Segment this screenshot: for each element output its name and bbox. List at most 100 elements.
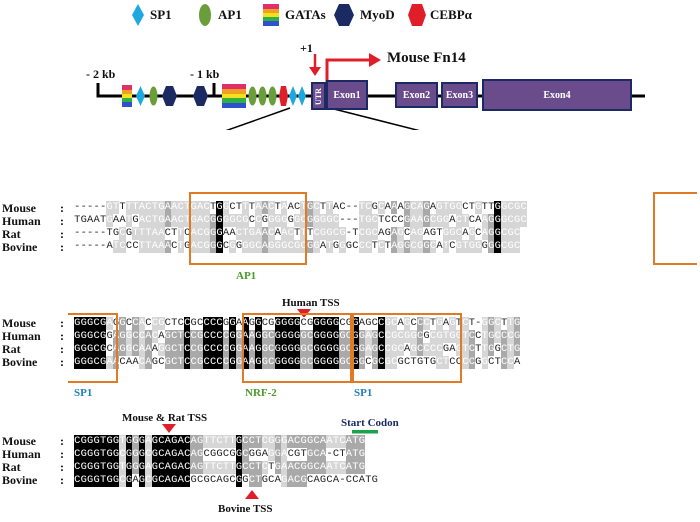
residue: T [352,435,359,448]
residue: C [313,201,320,214]
residue: C [209,317,217,330]
residue: G [132,461,139,474]
residue: A [513,356,521,369]
alignment-row: CGGGTGGCGGGCGCAGACAGCGGCGGCGGAGGACGTGCA-… [74,448,378,461]
residue: C [462,201,469,214]
residue: G [125,330,133,343]
residue: G [86,356,94,369]
residue: T [475,343,482,356]
residue: C [222,356,230,369]
residue: G [255,448,262,461]
residue: A [151,343,159,356]
ap1-element-icon [258,86,267,106]
residue: T [384,240,391,253]
residue: G [125,435,133,448]
residue: G [216,214,223,227]
residue: T [125,201,133,214]
residue: G [99,343,107,356]
residue: C [171,240,178,253]
residue: A [274,474,281,487]
residue: C [132,317,139,330]
residue: T [410,356,417,369]
residue: G [106,435,113,448]
colon: : [60,227,64,241]
residue: C [74,461,81,474]
residue: G [449,201,456,214]
residue: G [119,343,126,356]
residue: T [300,201,307,214]
residue: A [158,330,165,343]
residue: G [281,317,288,330]
residue: T [442,330,450,343]
residue: T [222,461,230,474]
residue: G [80,330,87,343]
residue: C [475,227,482,240]
residue: G [261,474,269,487]
residue: T [138,240,146,253]
residue: C [203,214,210,227]
residue: G [209,227,217,240]
residue: G [138,461,146,474]
residue: C [222,240,230,253]
residue: - [345,214,353,227]
residue: T [255,435,262,448]
residue: G [222,317,230,330]
residue: A [242,330,249,343]
residue: A [138,214,146,227]
residue: C [423,343,430,356]
residue: C [416,317,424,330]
residue: G [371,356,379,369]
residue: C [423,317,430,330]
legend-cebpa-label: CEBPα [430,7,472,22]
ap1-ellipse-icon [199,4,211,26]
residue: A [319,435,327,448]
residue: G [397,356,404,369]
residue: C [132,240,139,253]
residue: G [274,356,281,369]
exon3-box: Exon3 [441,82,478,108]
residue: A [177,461,184,474]
residue: A [416,201,424,214]
residue: G [132,448,139,461]
residue: C [293,474,301,487]
residue: C [339,435,346,448]
residue: G [203,474,210,487]
residue: G [74,317,81,330]
species-label: Bovine [2,240,38,254]
residue: T [177,356,184,369]
residue: C [416,330,424,343]
residue: G [293,356,301,369]
residue: A [242,356,249,369]
residue: T [242,201,249,214]
sp1-box-end [653,192,697,265]
residue: G [164,330,172,343]
residue: G [332,356,340,369]
residue: C [507,356,514,369]
residue: C [93,343,100,356]
residue: G [125,343,133,356]
residue: A [462,227,469,240]
residue: G [397,240,404,253]
residue: C [403,356,411,369]
residue: G [488,214,495,227]
residue: G [300,343,307,356]
residue: G [436,317,443,330]
residue: G [300,356,307,369]
residue: T [319,201,327,214]
residue: G [455,201,463,214]
residue: G [313,240,320,253]
residue: G [268,317,275,330]
exon1-label: Exon1 [333,89,361,101]
residue: C [229,474,236,487]
residue: A [358,317,366,330]
residue: C [132,343,139,356]
human-tss-label: Human TSS [282,297,340,309]
residue: T [235,201,243,214]
residue: A [442,317,450,330]
residue: G [158,317,165,330]
residue: T [171,227,178,240]
residue: C [119,240,126,253]
alignment-row: GGGCGAACAACAGCGCTCCGCCCCGGAAGGCGGGGGCGGG… [74,356,521,369]
residue: G [513,214,521,227]
residue: C [183,330,191,343]
